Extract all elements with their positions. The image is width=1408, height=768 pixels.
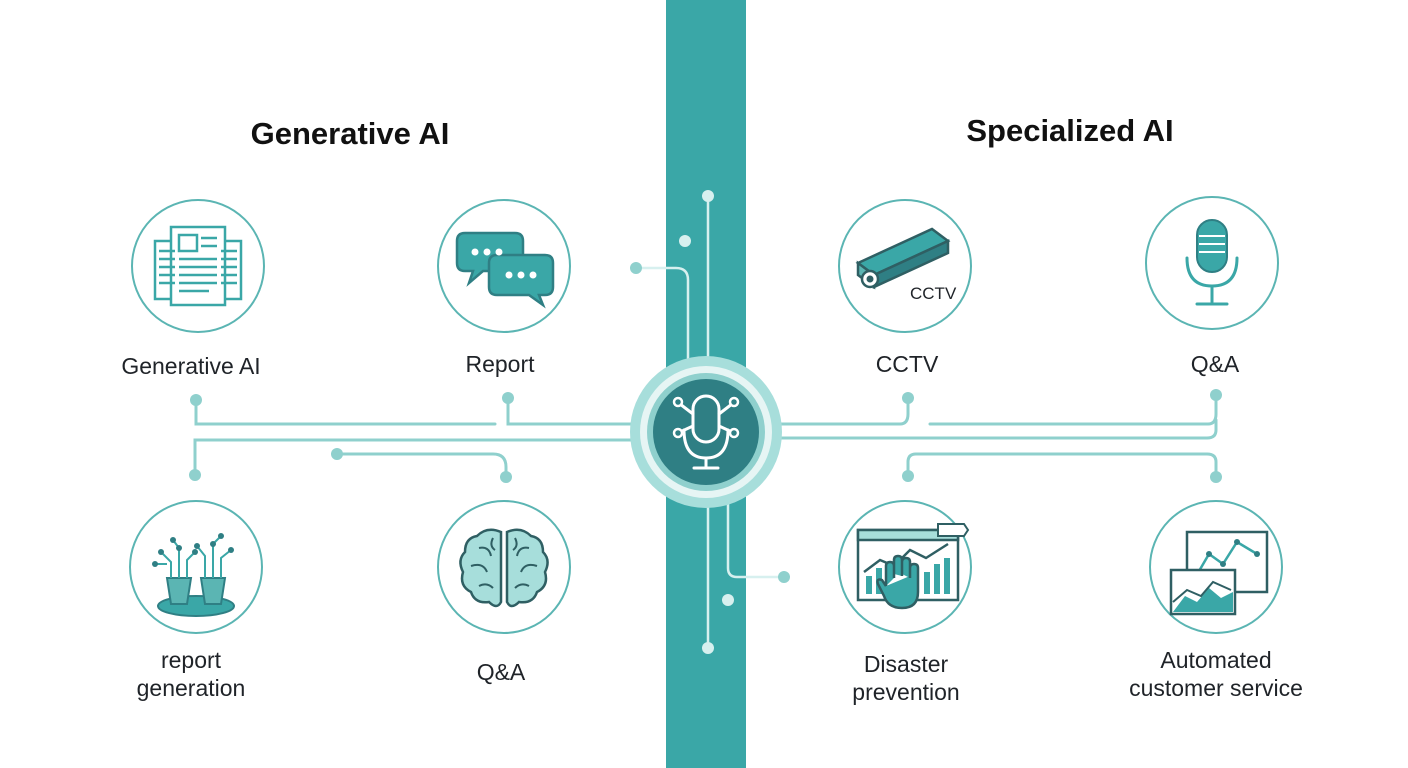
item-label-left-3-line: generation	[96, 674, 286, 702]
item-circle-right-2	[1145, 196, 1279, 330]
node-dot	[190, 394, 202, 406]
node-dot	[702, 642, 714, 654]
node-dot	[1210, 471, 1222, 483]
node-dot	[902, 392, 914, 404]
node-dot	[331, 448, 343, 460]
node-dot	[1210, 389, 1222, 401]
item-label-right-3-line: Disaster	[826, 650, 986, 678]
node-dot	[902, 470, 914, 482]
wire-left-2	[508, 398, 640, 424]
item-circle-left-2	[437, 199, 571, 333]
wire-left-1	[196, 400, 495, 424]
ai-microphone-hub-icon	[628, 354, 784, 510]
cctv-icon-text: CCTV	[910, 284, 957, 303]
right-heading: Specialized AI	[945, 113, 1195, 149]
item-label-left-4: Q&A	[438, 658, 564, 686]
item-label-left-3: report generation	[96, 646, 286, 702]
item-label-right-4-line: Automated	[1100, 646, 1332, 674]
item-label-right-4: Automated customer service	[1100, 646, 1332, 702]
node-dot	[189, 469, 201, 481]
brain-icon	[439, 502, 569, 632]
item-label-right-2: Q&A	[1150, 350, 1280, 378]
wire-left-3	[195, 440, 635, 475]
item-label-right-4-line: customer service	[1100, 674, 1332, 702]
node-dot	[502, 392, 514, 404]
left-heading: Generative AI	[226, 116, 474, 152]
microphone-icon	[1147, 198, 1277, 328]
item-circle-right-3	[838, 500, 972, 634]
wire-right-2	[930, 395, 1216, 424]
chat-bubbles-icon	[439, 201, 569, 331]
item-circle-left-4	[437, 500, 571, 634]
node-dot	[500, 471, 512, 483]
charts-icon	[1151, 502, 1281, 632]
item-label-left-3-line: report	[96, 646, 286, 674]
item-circle-left-1	[131, 199, 265, 333]
item-label-right-1: CCTV	[840, 350, 974, 378]
node-dot	[679, 235, 691, 247]
item-label-left-1: Generative AI	[96, 352, 286, 380]
cctv-camera-icon: CCTV	[840, 201, 970, 331]
node-dot	[630, 262, 642, 274]
item-label-right-3-line: prevention	[826, 678, 986, 706]
document-stack-icon	[133, 201, 263, 331]
wire-right-4	[908, 454, 1216, 476]
item-label-right-3: Disaster prevention	[826, 650, 986, 706]
item-label-left-2: Report	[430, 350, 570, 378]
node-dot	[778, 571, 790, 583]
item-circle-right-1: CCTV	[838, 199, 972, 333]
item-circle-right-4	[1149, 500, 1283, 634]
chart-hand-icon	[840, 502, 970, 632]
circuit-pots-icon	[131, 502, 261, 632]
node-dot	[702, 190, 714, 202]
item-circle-left-3	[129, 500, 263, 634]
wire-left-4	[337, 454, 506, 476]
node-dot	[722, 594, 734, 606]
wire-right-1	[780, 398, 908, 424]
